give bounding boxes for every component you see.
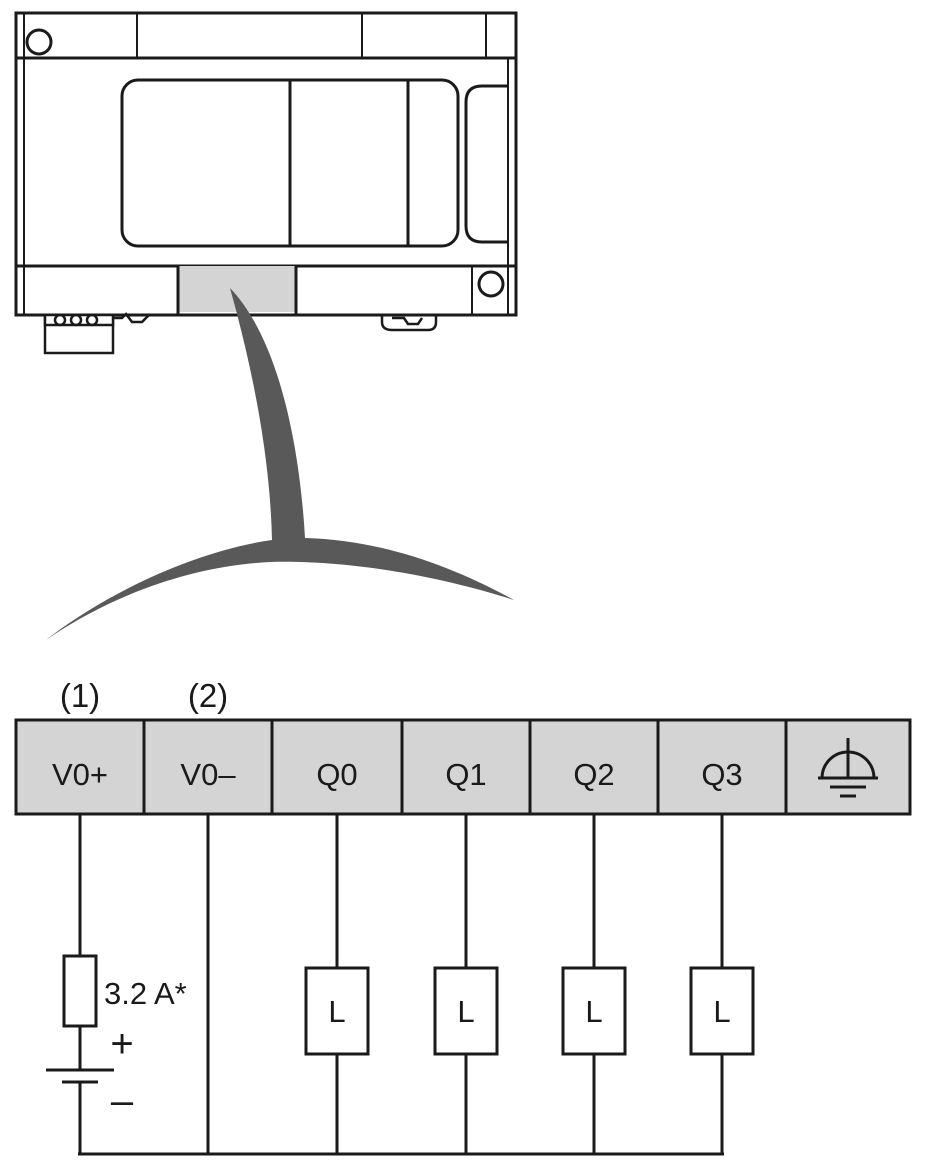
mounting-hole-bottom-right — [477, 270, 505, 298]
terminal-v0-plus: V0+ — [52, 757, 108, 792]
mounting-hole-top-left — [25, 28, 53, 56]
terminal-q3: Q3 — [701, 757, 742, 792]
terminal-q2: Q2 — [573, 757, 614, 792]
module-side-panel — [464, 84, 508, 244]
terminal-q1: Q1 — [445, 757, 486, 792]
terminal-strip-body — [14, 718, 912, 816]
terminal-q0: Q0 — [316, 757, 357, 792]
connector-plug — [43, 312, 151, 355]
callout-1: (1) — [60, 677, 100, 714]
load-label-q1: L — [457, 994, 474, 1029]
battery-icon — [46, 1068, 114, 1084]
load-label-q0: L — [328, 994, 345, 1029]
load-q1 — [433, 966, 499, 1056]
supply-plus: + — [110, 1022, 133, 1066]
ground-icon — [818, 738, 878, 798]
load-q3 — [689, 966, 755, 1056]
fuse-icon — [62, 954, 98, 1028]
din-clip — [380, 315, 438, 332]
controller-module — [14, 11, 518, 355]
callout-2: (2) — [188, 677, 228, 714]
zoom-callout-arrow — [46, 288, 514, 640]
fuse-rating: 3.2 A* — [104, 976, 187, 1011]
wiring — [78, 814, 724, 1156]
load-q2 — [561, 966, 627, 1056]
terminal-v0-minus: V0– — [180, 757, 236, 792]
loads — [304, 966, 755, 1056]
terminal-strip — [14, 718, 912, 816]
load-label-q3: L — [713, 994, 730, 1029]
load-q0 — [304, 966, 370, 1056]
load-label-q2: L — [585, 994, 602, 1029]
supply-minus: – — [111, 1079, 134, 1123]
